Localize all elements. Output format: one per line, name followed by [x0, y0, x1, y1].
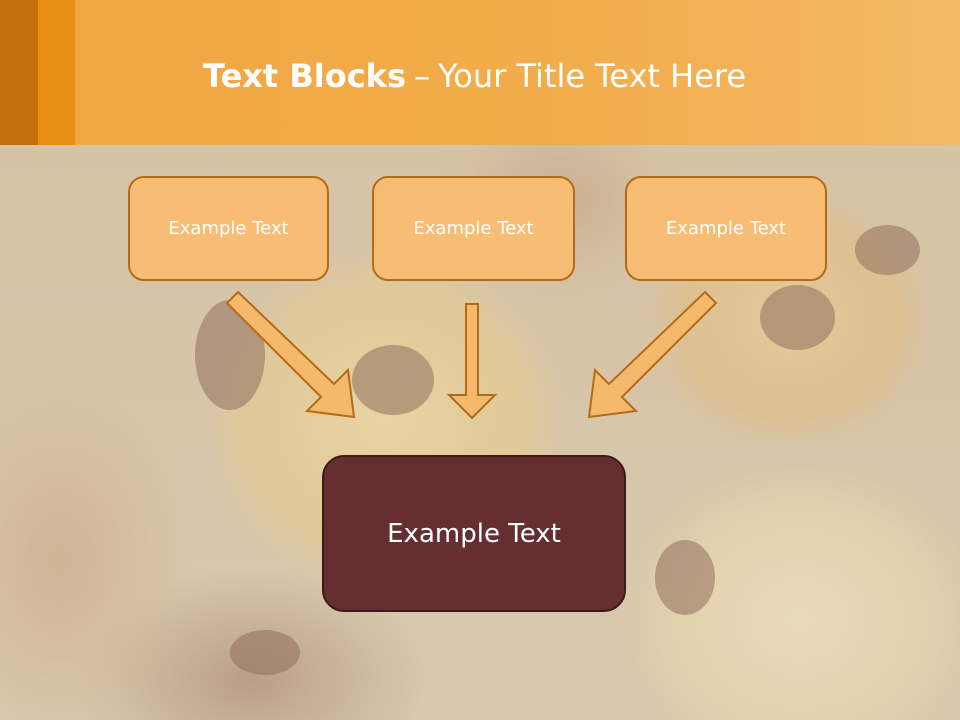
text-block-2[interactable]: Example Text — [372, 176, 575, 281]
arrow-right-diagonal[interactable] — [587, 290, 718, 419]
target-text-block[interactable]: Example Text — [322, 455, 626, 612]
background-chip — [655, 540, 715, 615]
arrow-center-down[interactable] — [446, 303, 498, 420]
text-block-2-label: Example Text — [413, 218, 534, 239]
title-bar — [0, 0, 960, 145]
slide-title[interactable]: Text Blocks–Your Title Text Here — [203, 52, 746, 100]
text-block-3[interactable]: Example Text — [625, 176, 827, 281]
background-chip — [855, 225, 920, 275]
background-chip — [760, 285, 835, 350]
arrow-left-diagonal[interactable] — [225, 290, 356, 419]
background-chip — [352, 345, 434, 415]
title-bold-part: Text Blocks — [203, 57, 406, 95]
text-block-1[interactable]: Example Text — [128, 176, 329, 281]
title-dash: – — [414, 57, 430, 95]
accent-stripe — [0, 0, 38, 145]
title-text-part: Your Title Text Here — [438, 57, 747, 95]
target-text-block-label: Example Text — [387, 518, 561, 549]
background-chip — [230, 630, 300, 675]
accent-stripe — [38, 0, 75, 145]
text-block-1-label: Example Text — [168, 218, 289, 239]
text-block-3-label: Example Text — [665, 218, 787, 239]
